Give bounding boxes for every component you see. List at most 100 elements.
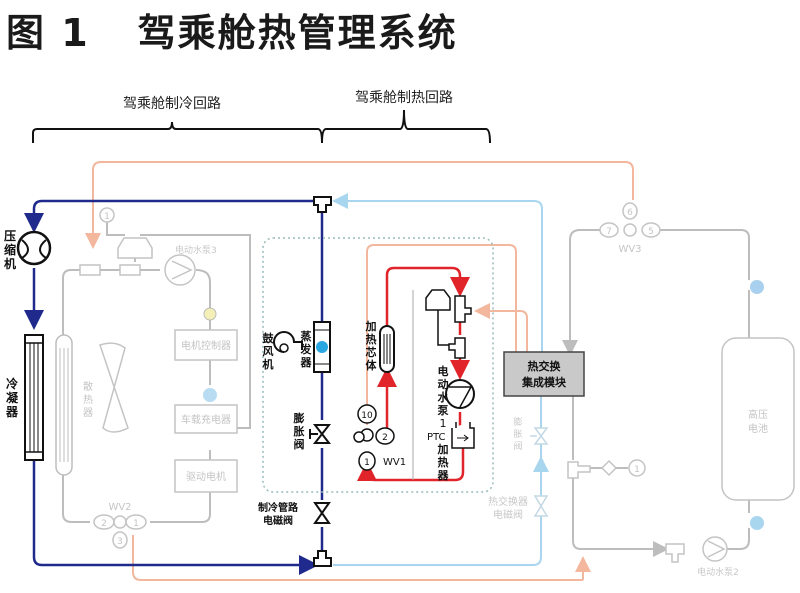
inactive-lines [62, 222, 750, 550]
ptc-heater-label: 器 [437, 469, 450, 482]
battery-label-2: 电池 [748, 422, 768, 435]
wv1-label: WV1 [383, 457, 406, 468]
pump-1-label: 1 [440, 417, 447, 430]
heater-core-label-2: 热 [366, 332, 377, 346]
tank-line [437, 310, 454, 346]
hx-solenoid-label-2: 电磁阀 [493, 508, 523, 521]
cool-coolant-lines [332, 193, 543, 566]
fan-icon [99, 342, 129, 433]
wv2-label: WV2 [108, 502, 131, 513]
sensor-icon [750, 516, 764, 530]
expansion-tank-icon [425, 289, 451, 311]
pump-3[interactable]: 电动水泵3 [164, 244, 217, 286]
wv1-valve[interactable]: 10 2 1 WV1 [353, 404, 406, 471]
condenser[interactable]: 冷 凝 器 [5, 334, 44, 461]
wv3-valve[interactable]: 7 6 5 WV3 [599, 202, 661, 255]
expansion-tank-icon [117, 237, 153, 259]
wv1-port: 10 [361, 411, 373, 421]
heater-core-label-1: 加 [365, 319, 377, 333]
wv2-port: 3 [117, 537, 123, 547]
pump-2[interactable]: 电动水泵2 [697, 536, 739, 578]
heating-loop-label: 驾乘舱制热回路 [355, 90, 453, 106]
expansion-valve-label-3: 阀 [294, 437, 305, 451]
cooling-solenoid-valve[interactable]: 制冷管路 电磁阀 [258, 501, 331, 527]
radiator-label-3: 器 [83, 407, 93, 419]
filter-icon [600, 459, 618, 477]
hx-expansion-valve[interactable]: 膨 胀 阀 [513, 416, 549, 452]
expansion-valve[interactable]: 膨 胀 阀 [293, 411, 332, 451]
blower[interactable]: 鼓 风 机 [263, 331, 303, 371]
svg-text:1: 1 [634, 465, 640, 475]
hx-expansion-label: 阀 [513, 441, 522, 452]
tee-fitting [567, 461, 591, 479]
drive-motor-label: 驱动电机 [186, 470, 226, 483]
warm-coolant-lines [92, 161, 634, 581]
evaporator[interactable]: 蒸 发 器 [300, 321, 331, 373]
drive-motor[interactable]: 驱动电机 [174, 459, 238, 493]
wv2-valve[interactable]: WV2 2 1 3 [93, 502, 147, 549]
ptc-label: PTC [427, 432, 446, 443]
pump-1-label: 泵 [438, 404, 449, 417]
condenser-label-1: 冷 [6, 376, 18, 391]
heater-core-label-3: 芯 [366, 345, 377, 359]
svg-text:1: 1 [104, 212, 110, 222]
hx-expansion-label: 膨 [513, 416, 522, 428]
heater-core[interactable]: 加 热 芯 体 [365, 319, 395, 373]
pump-2-label: 电动水泵2 [697, 566, 739, 578]
radiator-label-2: 热 [83, 393, 93, 406]
cooling-solenoid-label-2: 电磁阀 [263, 514, 293, 527]
tee-fitting [79, 264, 101, 276]
tee-fitting [665, 543, 685, 563]
wv1-port: 2 [382, 433, 388, 443]
compressor[interactable]: 压 缩 机 [4, 229, 52, 271]
hx-solenoid-label-1: 热交换器 [488, 495, 528, 508]
wv1-port: 1 [364, 458, 370, 468]
expansion-valve-label-1: 膨 [293, 411, 305, 425]
ptc-heater[interactable]: PTC 加 热 器 [427, 422, 475, 482]
heater-core-label-4: 体 [366, 358, 378, 372]
figure-number: 图 1 [6, 11, 90, 55]
compressor-label-3: 机 [4, 256, 16, 271]
motor-controller[interactable]: 电机控制器 [174, 329, 238, 361]
pump-1-label: 水 [438, 390, 450, 404]
heat-exchanger-module[interactable]: 热交换 集成模块 [503, 351, 585, 397]
compressor-label-1: 压 [4, 229, 16, 243]
hx-module-label-1: 热交换 [528, 359, 562, 373]
blower-label-2: 风 [263, 344, 274, 358]
tee-fitting [454, 295, 472, 323]
heating-loop-brace: 驾乘舱制热回路 [321, 90, 491, 144]
pump-1-label: 电 [438, 364, 449, 378]
tee-fitting [448, 337, 466, 359]
high-voltage-battery[interactable]: 高压 电池 [721, 337, 795, 501]
cooling-loop-label: 驾乘舱制冷回路 [123, 96, 221, 112]
onboard-charger-label: 车载充电器 [181, 413, 231, 426]
wv3-label: WV3 [618, 244, 641, 255]
hx-solenoid-valve[interactable]: 热交换器 电磁阀 [488, 495, 549, 521]
wv3-port: 7 [606, 227, 612, 237]
wv2-port: 1 [133, 519, 139, 529]
pump-1-label: 动 [438, 377, 449, 391]
ptc-heater-label: 加 [437, 442, 449, 456]
cooling-solenoid-label-1: 制冷管路 [258, 501, 299, 514]
condenser-label-2: 凝 [6, 390, 19, 405]
radiator[interactable]: 散 热 器 [55, 334, 93, 476]
blower-label-3: 机 [263, 357, 274, 371]
hx-module-label-2: 集成模块 [521, 375, 567, 389]
wv3-port: 6 [627, 208, 633, 218]
onboard-charger[interactable]: 车载充电器 [174, 404, 238, 434]
tee-fitting [119, 264, 141, 276]
battery-label-1: 高压 [748, 408, 768, 421]
pump-3-label: 电动水泵3 [175, 244, 217, 256]
hvac-boundary [262, 237, 494, 493]
hx-expansion-label: 胀 [513, 429, 522, 440]
wv2-port: 2 [101, 519, 107, 529]
motor-controller-label: 电机控制器 [181, 339, 231, 352]
cooling-loop-brace: 驾乘舱制冷回路 [32, 96, 323, 144]
radiator-label-1: 散 [83, 380, 93, 393]
pump-1[interactable]: 电 动 水 泵 1 [438, 364, 475, 430]
condenser-label-3: 器 [5, 405, 19, 419]
compressor-label-2: 缩 [4, 242, 16, 257]
reservoir-marker-left: 1 [99, 207, 115, 223]
